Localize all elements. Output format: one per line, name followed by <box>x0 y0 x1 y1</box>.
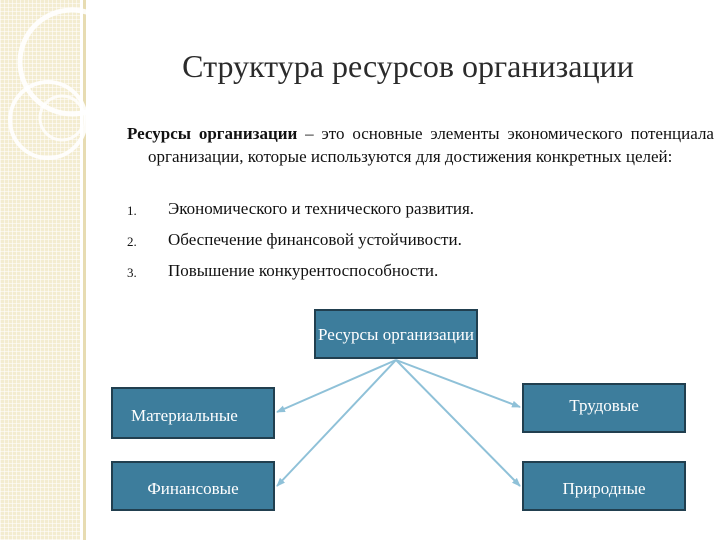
connector-natural <box>395 359 521 487</box>
goal-number: 1. <box>127 203 137 218</box>
connector-labor <box>395 359 521 408</box>
diagram-node-financial: Финансовые <box>111 461 275 511</box>
goal-text: Экономического и технического развития. <box>168 199 475 218</box>
diagram-node-root: Ресурсы организации <box>314 309 478 359</box>
definition-text: – это основные элементы экономического п… <box>148 124 714 166</box>
definition-term: Ресурсы организации <box>127 124 298 143</box>
goal-number: 2. <box>127 234 137 249</box>
slide-title: Структура ресурсов организации <box>182 48 634 84</box>
connector-material <box>276 359 397 413</box>
decorative-side-strip <box>0 0 80 540</box>
goal-text: Обеспечение финансовой устойчивости. <box>168 230 462 249</box>
diagram-node-natural: Природные <box>522 461 686 511</box>
definition-paragraph: Ресурсы организации – это основные элеме… <box>127 122 714 168</box>
diagram-node-material: Материальные <box>111 387 275 439</box>
connector-financial <box>276 359 397 487</box>
goal-text: Повышение конкурентоспособности. <box>168 261 439 280</box>
diagram-node-labor: Трудовые <box>522 383 686 433</box>
decorative-vertical-rule <box>83 0 86 540</box>
goal-number: 3. <box>127 265 137 280</box>
concentric-arcs-icon <box>8 7 90 160</box>
